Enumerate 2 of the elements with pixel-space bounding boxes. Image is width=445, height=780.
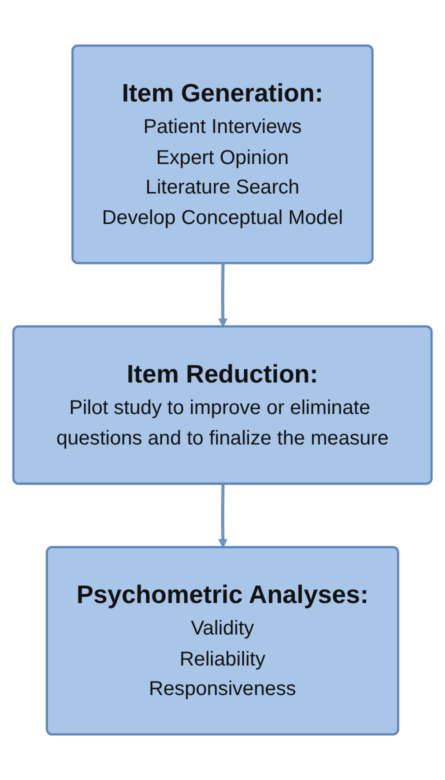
arrow — [218, 264, 228, 328]
arrow — [218, 484, 228, 548]
